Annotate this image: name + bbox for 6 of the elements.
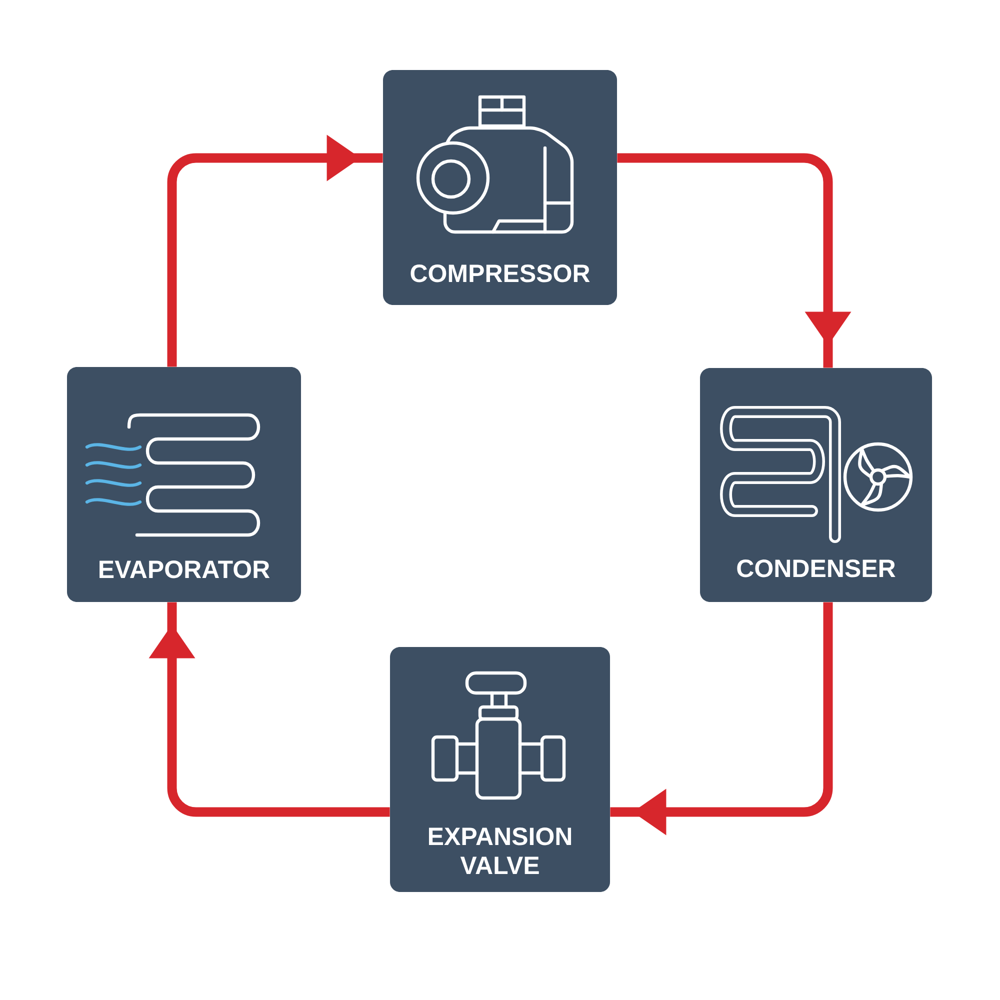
component-box: EVAPORATOR bbox=[67, 367, 301, 602]
arrow bbox=[617, 153, 852, 368]
arrow bbox=[610, 602, 833, 836]
arrow bbox=[148, 602, 390, 817]
component-box: EXPANSION VALVE bbox=[390, 647, 610, 892]
arrow bbox=[167, 134, 383, 367]
